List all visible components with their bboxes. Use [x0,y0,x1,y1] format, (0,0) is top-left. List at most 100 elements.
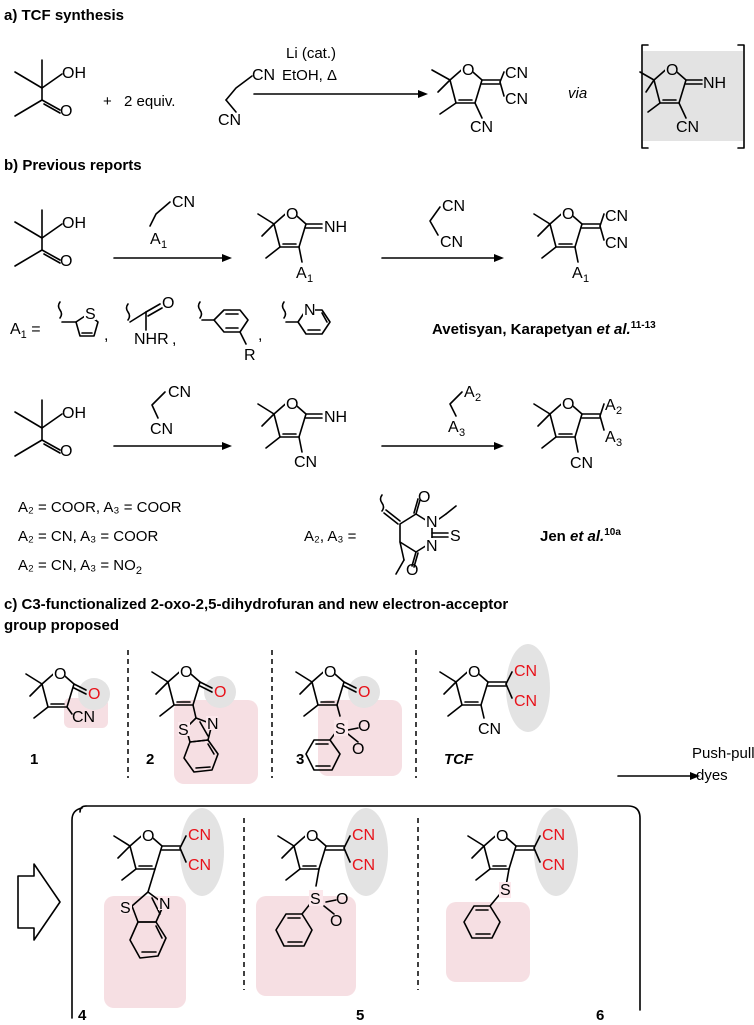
svg-text:CN: CN [172,194,195,211]
label-compound-tcf: TCF [444,751,474,768]
svg-text:CN: CN [150,421,173,438]
svg-text:O: O [180,664,192,681]
tcf-product-a: O CN CN CN [431,62,528,136]
reagent-malononitrile-b1: CN CN [429,198,465,251]
reagent-etoh: EtOH, Δ [282,67,337,84]
plus-sign: + [103,93,112,110]
svg-text:NHR: NHR [134,331,169,348]
svg-text:S: S [120,900,131,917]
svg-text:CN: CN [570,455,593,472]
svg-text:3: 3 [459,427,465,439]
svg-text:O: O [462,62,474,79]
product-a2a3-b2: O A 2 A 3 CN [533,396,622,472]
svg-text:OH: OH [62,215,86,232]
condition-3: A₂ = CN, A₃ = NO2 [18,557,142,577]
svg-text:3: 3 [616,437,622,449]
label-compound-1: 1 [30,751,38,768]
svg-text:A: A [296,265,307,282]
malononitrile-a: CN CN [218,67,275,129]
svg-text:CN: CN [478,721,501,738]
reagent-li: Li (cat.) [286,45,336,62]
label-compound-2: 2 [146,751,154,768]
svg-text:O: O [666,62,678,79]
svg-text:,: , [104,327,108,344]
svg-text:N: N [426,538,438,555]
reagent-cn-a1: CN A 1 [149,194,195,251]
svg-text:CN: CN [605,235,628,252]
svg-text:O: O [60,103,72,120]
svg-text:CN: CN [168,384,191,401]
condition-2: A₂ = CN, A₃ = COOR [18,528,158,545]
svg-text:A: A [605,397,616,414]
svg-text:S: S [178,722,189,739]
svg-text:O: O [358,684,370,701]
svg-text:1: 1 [583,273,589,285]
imine-a1-b1: O NH A 1 [257,206,347,285]
svg-text:1: 1 [307,273,313,285]
reagent-malononitrile-b2: CN CN [150,384,191,438]
svg-text:CN: CN [542,827,565,844]
svg-text:NH: NH [324,409,347,426]
svg-text:O: O [306,828,318,845]
svg-text:S: S [85,306,96,323]
section-b-title: b) Previous reports [4,157,142,174]
svg-text:O: O [330,913,342,930]
imine-cn-b2: O NH CN [257,396,347,471]
svg-text:CN: CN [72,709,95,726]
svg-text:CN: CN [505,91,528,108]
svg-text:R: R [244,347,256,364]
svg-text:S: S [335,721,346,738]
hydroxyketone-a: OH O [14,59,86,120]
section-a-title: a) TCF synthesis [4,7,124,24]
svg-text:N: N [159,896,171,913]
compound-1: O O CN [25,666,110,728]
pyridine-substituent: N [281,301,331,335]
svg-text:CN: CN [440,234,463,251]
svg-text:A: A [572,265,583,282]
svg-text:O: O [286,396,298,413]
section-c-title-line1: c) C3-functionalized 2-oxo-2,5-dihydrofu… [4,596,508,613]
svg-text:NH: NH [703,75,726,92]
svg-text:OH: OH [62,405,86,422]
svg-text:O: O [54,666,66,683]
svg-text:CN: CN [352,827,375,844]
imine-intermediate-box: O NH CN [639,44,745,149]
svg-text:A: A [448,419,459,436]
svg-text:1: 1 [161,239,167,251]
svg-text:CN: CN [252,67,275,84]
svg-text:A: A [150,231,161,248]
svg-text:,: , [172,331,176,348]
compound-2: O O N S [151,664,258,784]
svg-text:O: O [142,828,154,845]
a2-a3-equals: A₂, A₃ = [304,528,357,545]
svg-text:2: 2 [475,392,481,404]
svg-text:A: A [605,429,616,446]
label-compound-5: 5 [356,1007,364,1024]
svg-text:OH: OH [62,65,86,82]
svg-text:S: S [450,528,461,545]
arrow-b2-1 [113,442,232,450]
svg-text:O: O [418,489,430,506]
push-pull-label-line1: Push-pull [692,745,754,762]
svg-text:O: O [286,206,298,223]
svg-text:O: O [352,741,364,758]
product-a1-b1: O CN CN A 1 [533,206,628,285]
svg-text:S: S [500,882,511,899]
svg-text:CN: CN [442,198,465,215]
equiv-label: 2 equiv. [124,93,175,110]
arrow-push-pull [617,772,700,780]
svg-text:A: A [464,384,475,401]
svg-text:CN: CN [294,454,317,471]
svg-text:2: 2 [616,405,622,417]
svg-text:O: O [214,684,226,701]
svg-text:O: O [88,686,100,703]
arrow-b2-2 [381,442,504,450]
arrow-b1-2 [381,254,504,262]
hydroxyketone-b2: OH O [14,399,86,460]
a1-definition-label: A1 = [10,321,41,341]
svg-text:N: N [207,716,219,733]
svg-text:O: O [324,664,336,681]
svg-text:CN: CN [514,693,537,710]
svg-text:CN: CN [676,119,699,136]
